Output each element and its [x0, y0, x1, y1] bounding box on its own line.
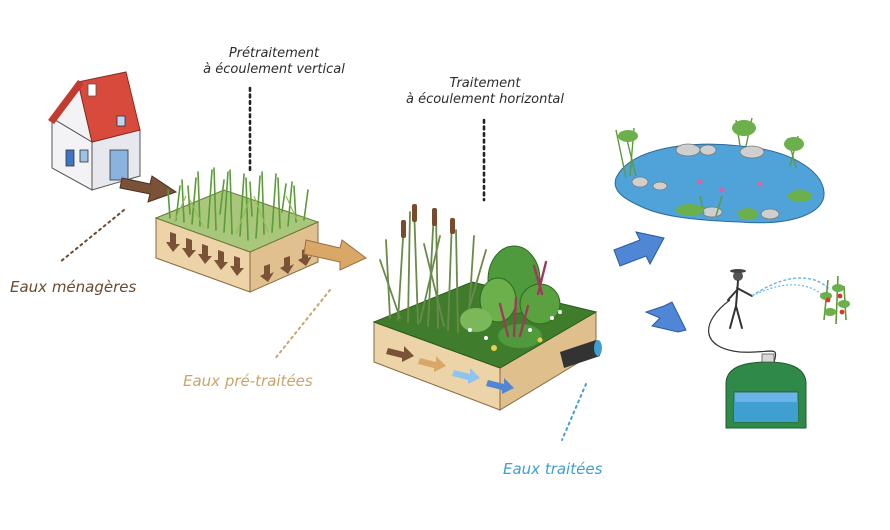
- gardener-watering-icon: [708, 269, 850, 363]
- pretreatment-label: Prétraitement à écoulement vertical: [176, 46, 372, 79]
- treatment-label: Traitement à écoulement horizontal: [376, 76, 594, 109]
- pretreatment-filter-bed-icon: [154, 167, 320, 293]
- pretreated-water-label: Eaux pré-traitées: [183, 372, 313, 390]
- treatment-label-line1: Traitement: [449, 76, 521, 91]
- flow-arrow-icon: [119, 175, 178, 203]
- treatment-label-line2: à écoulement horizontal: [405, 92, 565, 108]
- house-icon: [48, 71, 141, 191]
- garden-pond-icon: [614, 117, 825, 224]
- water-tank-icon: [725, 353, 807, 429]
- pretreatment-label-line1: Prétraitement: [228, 46, 320, 61]
- flow-arrow-icon: [613, 231, 665, 267]
- flow-arrow-icon: [303, 239, 367, 271]
- leader-line-grey-water: [59, 209, 125, 263]
- grey-water-label: Eaux ménagères: [10, 278, 137, 296]
- leader-line-pretreated-water: [273, 289, 331, 361]
- treatment-planted-bed-icon: [372, 204, 602, 411]
- pretreatment-label-line2: à écoulement vertical: [203, 62, 345, 78]
- flow-arrow-icon: [644, 301, 687, 333]
- leader-line-treated-water: [561, 383, 587, 441]
- treated-water-label: Eaux traitées: [503, 460, 603, 478]
